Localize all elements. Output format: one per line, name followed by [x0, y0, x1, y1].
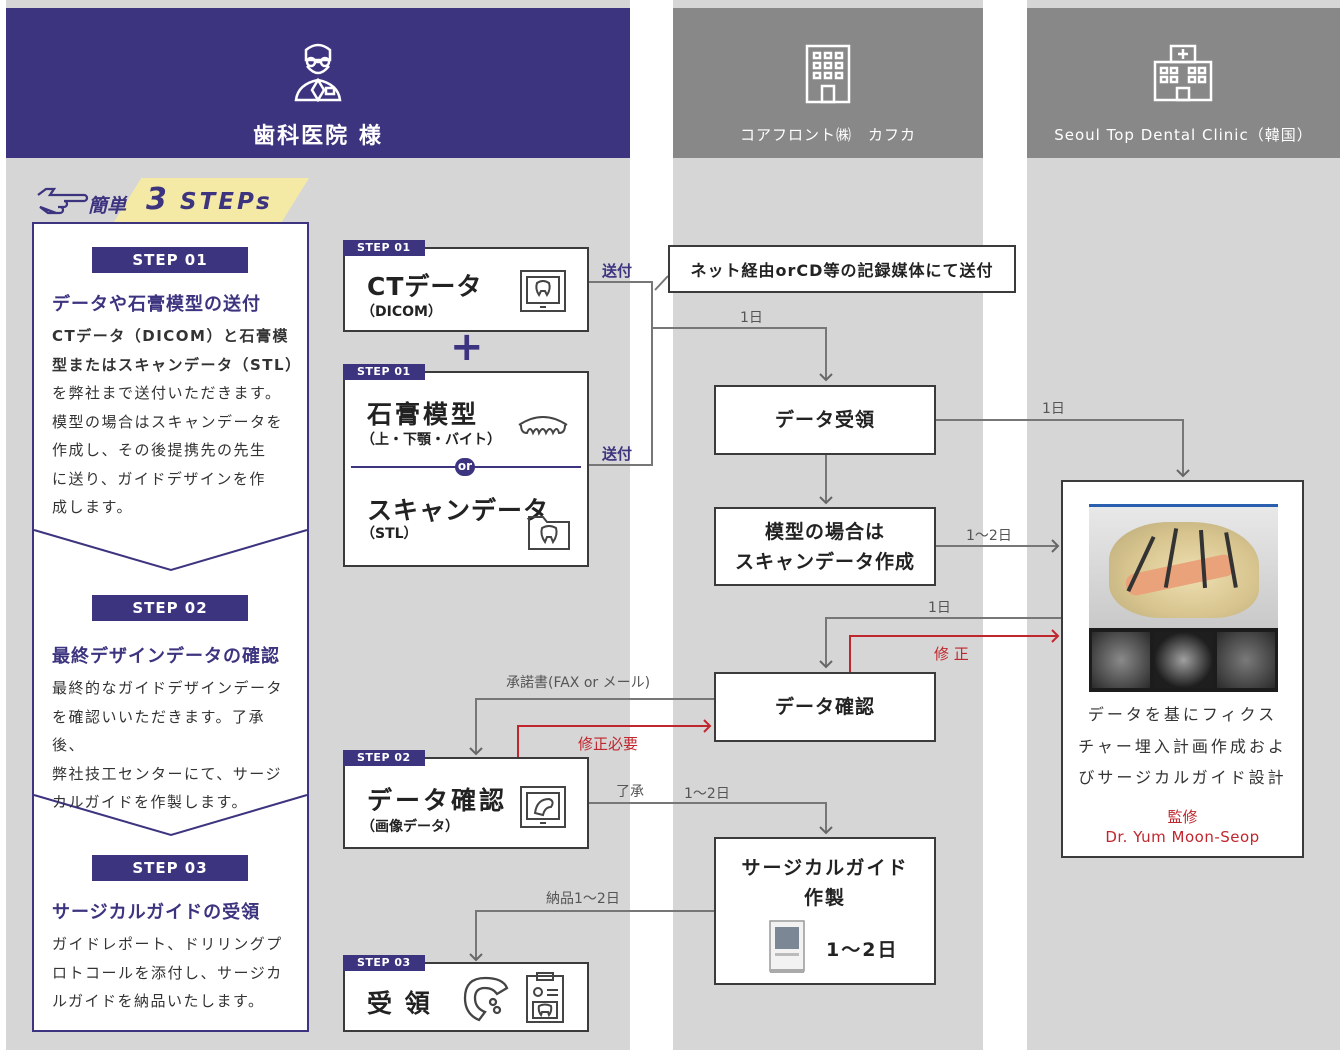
node-model-scan: STEP 01 石膏模型 （上・下顎・バイト） or スキャンデータ （STL） [343, 364, 589, 567]
node-client-check-title: データ確認 [367, 786, 508, 815]
label-fix: 修 正 [934, 645, 969, 663]
node-ct-sub: （DICOM） [361, 304, 442, 320]
surgical-guide-icon [463, 976, 509, 1022]
seoul-card: データを基にフィクス チャー埋入計画作成およ びサージカルガイド設計 監修 Dr… [1061, 480, 1304, 858]
node-ct-title: CTデータ [367, 272, 483, 301]
step3-heading: サージカルガイドの受領 [52, 902, 261, 923]
clinic-title: 歯科医院 様 [253, 124, 383, 149]
node-model-tag: STEP 01 [343, 364, 425, 380]
label-fix-needed: 修正必要 [578, 735, 639, 753]
node-ct-data: STEP 01 CTデータ （DICOM） [343, 240, 589, 332]
step2-text: 最終的なガイドデザインデータ を確認いいただきます。了承後、 弊社技工センターに… [52, 679, 284, 811]
banner-suffix: STEPs [180, 189, 273, 215]
node-model-title: 石膏模型 [367, 400, 480, 429]
lab-header: コアフロント㈱ カフカ [673, 8, 983, 158]
edge-check-client [469, 698, 714, 756]
label-delivery: 納品1～2日 [546, 891, 620, 907]
label-send-2: 送付 [602, 445, 633, 463]
tablet-guide-icon [520, 786, 566, 828]
label-send-1: 送付 [602, 262, 633, 280]
node-model-or: or [455, 458, 475, 476]
edge-approve [588, 802, 833, 835]
edge-receipt-seoul [935, 419, 1190, 478]
clinic-header: 歯科医院 様 [6, 8, 630, 158]
label-day1-c: 1日 [928, 600, 951, 616]
plus-sign: + [450, 324, 484, 370]
node-ct-tag: STEP 01 [343, 240, 425, 256]
node-data-check: データ確認 [714, 672, 936, 742]
edge-fix [849, 629, 1060, 672]
label-ok: 了承 [616, 784, 644, 800]
supervisor-name: Dr. Yum Moon-Seop [1105, 828, 1260, 846]
node-scan-title: スキャンデータ [367, 496, 550, 525]
guide-make-title: サージカルガイド作製 [741, 857, 909, 909]
hospital-icon [1153, 44, 1213, 102]
step2-heading: 最終デザインデータの確認 [52, 646, 280, 667]
label-day1-b: 1日 [1042, 401, 1065, 417]
seoul-header: Seoul Top Dental Clinic（韓国） [1027, 8, 1340, 158]
node-data-receipt: データ受領 [714, 385, 936, 455]
seoul-title: Seoul Top Dental Clinic（韓国） [1054, 126, 1313, 144]
pointing-hand-icon [37, 187, 89, 215]
doctor-icon [294, 43, 342, 102]
step1-badge: STEP 01 [92, 247, 248, 273]
banner-number: 3 [146, 182, 167, 217]
edge-send-model [588, 328, 653, 466]
steps-panel [32, 222, 309, 1032]
guide-make-days: 1～2日 [826, 939, 899, 961]
planning-software-screenshot [1089, 504, 1278, 692]
node-receive-title: 受 領 [367, 989, 432, 1018]
banner-prefix: 簡単 [88, 195, 127, 217]
label-days-scan: 1～2日 [966, 528, 1012, 544]
label-day1-a: 1日 [740, 310, 763, 326]
callout-text: ネット経由orCD等の記録媒体にて送付 [690, 261, 994, 280]
node-client-check: STEP 02 データ確認 （画像データ） [343, 750, 589, 849]
edge-send-ct [588, 281, 833, 382]
edge-deliver [469, 910, 714, 962]
node-client-check-tag: STEP 02 [343, 750, 425, 766]
label-days-make: 1～2日 [684, 786, 730, 802]
label-approval: 承諾書(FAX or メール) [506, 675, 651, 691]
node-model-sub: （上・下顎・バイト） [361, 432, 501, 448]
node-receive-tag: STEP 03 [343, 955, 425, 971]
folder-tooth-icon [528, 516, 570, 550]
callout-box: ネット経由orCD等の記録媒体にて送付 [668, 245, 1016, 293]
node-client-check-sub: （画像データ） [361, 819, 459, 835]
supervisor-label: 監修 [1167, 808, 1198, 826]
step1-heading: データや石膏模型の送付 [52, 294, 261, 315]
step3-badge: STEP 03 [92, 855, 248, 881]
step3-text: ガイドレポート、ドリリングプ ロトコールを添付し、サージカ ルガイドを納品いたし… [52, 935, 283, 1010]
step1-text: CTデータ（DICOM）と石膏模 型またはスキャンデータ（STL） を弊社まで送… [52, 327, 302, 516]
edge-callout [654, 275, 669, 291]
node-guide-make: サージカルガイド作製 1～2日 [714, 837, 936, 985]
edge-fix-needed [517, 719, 712, 757]
dentition-icon [518, 416, 568, 436]
lab-title: コアフロント㈱ カフカ [739, 126, 916, 144]
node-scan-sub: （STL） [361, 526, 418, 542]
3d-printer-icon [769, 920, 805, 973]
node-scan-create: 模型の場合はスキャンデータ作成 [714, 507, 936, 586]
tablet-tooth-icon [520, 270, 566, 312]
node-receive: STEP 03 受 領 [343, 955, 589, 1032]
edge-seoul-check [819, 617, 1062, 669]
report-clipboard-icon [526, 972, 564, 1023]
step2-badge: STEP 02 [92, 595, 248, 621]
steps-banner: 簡単 3 STEPs [34, 178, 309, 222]
seoul-card-text: データを基にフィクス チャー埋入計画作成およ びサージカルガイド設計 [1078, 705, 1287, 787]
office-building-icon [805, 44, 851, 104]
